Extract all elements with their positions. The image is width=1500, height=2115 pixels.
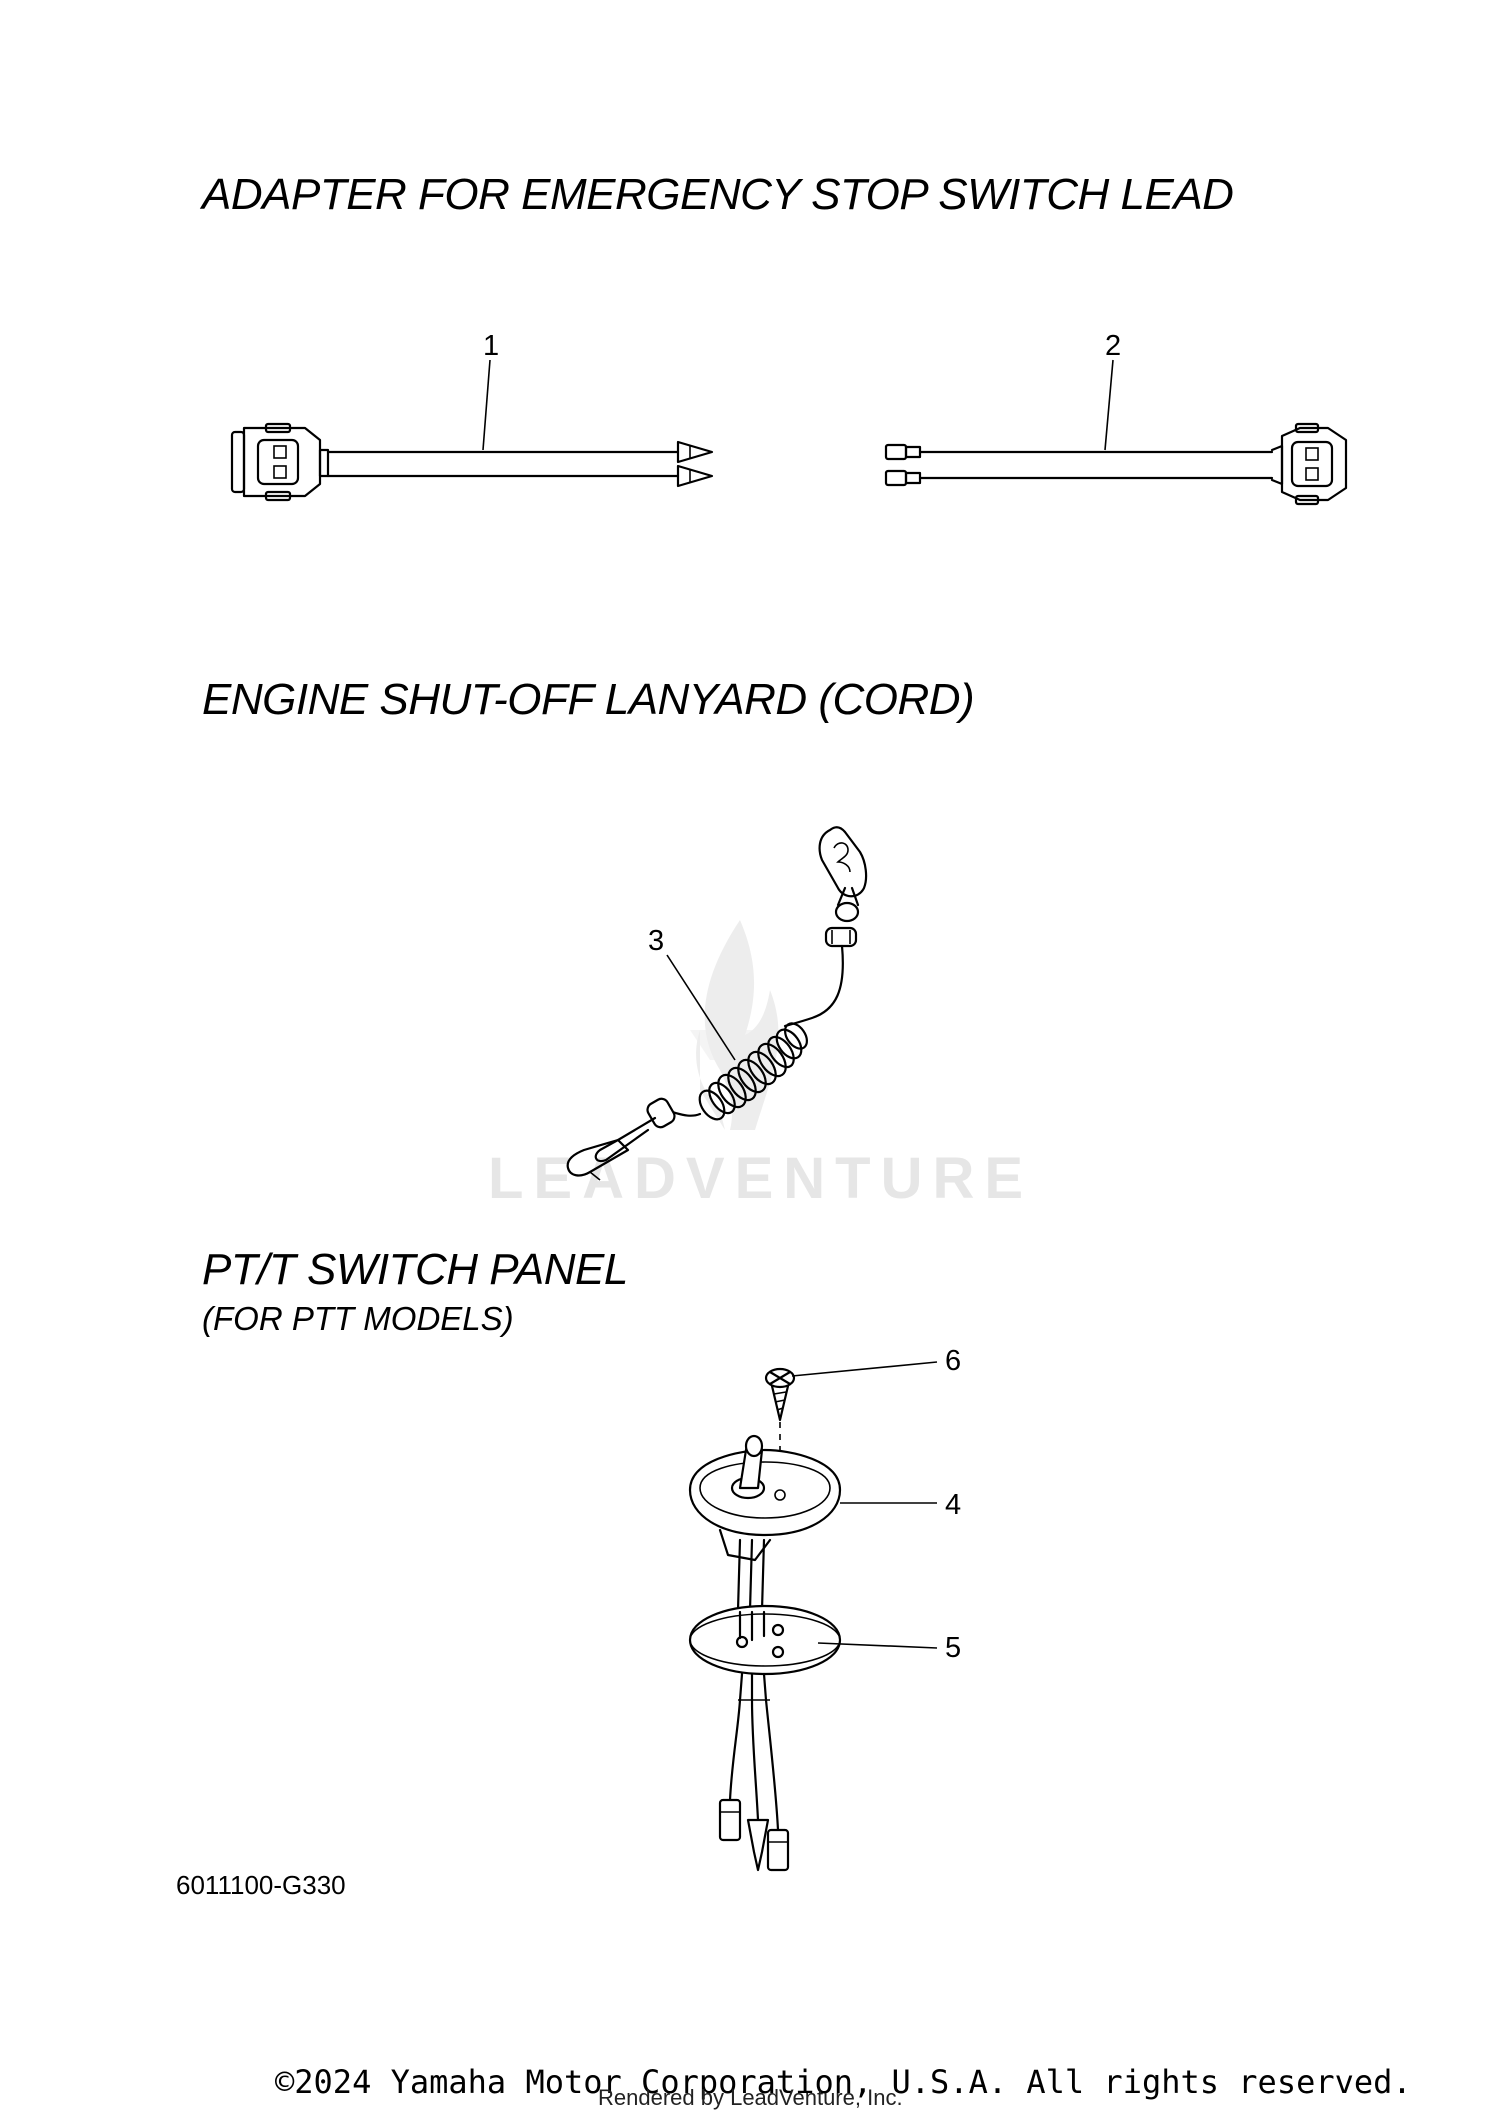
callout-2: 2 xyxy=(1105,330,1122,362)
connector-icon xyxy=(1280,422,1348,506)
section-title-adapter: ADAPTER FOR EMERGENCY STOP SWITCH LEAD xyxy=(202,170,1234,219)
toggle-switch-icon xyxy=(730,1434,766,1500)
adapter-lead-2 xyxy=(884,359,1348,506)
section-subtitle-switch-panel: (FOR PTT MODELS) xyxy=(202,1300,514,1337)
coil-icon xyxy=(698,1022,809,1121)
callout-3: 3 xyxy=(648,925,665,957)
copyright-text: ©2024 Yamaha Motor Corporation, U.S.A. A… xyxy=(275,2063,1412,2101)
watermark-text: LEADVENTURE xyxy=(488,1146,1034,1211)
screw-icon xyxy=(764,1367,796,1422)
callout-6: 6 xyxy=(945,1345,962,1377)
callout-5: 5 xyxy=(945,1632,962,1664)
bullet-terminal-icon xyxy=(884,443,922,487)
switch-panel-4 xyxy=(688,1434,842,1562)
clip-icon xyxy=(818,826,868,948)
section-title-lanyard: ENGINE SHUT-OFF LANYARD (CORD) xyxy=(202,675,975,724)
adapter-lead-1 xyxy=(230,359,714,502)
callout-1: 1 xyxy=(483,330,500,362)
clip-icon xyxy=(566,1097,676,1181)
switch-panel-assembly xyxy=(688,1361,938,1872)
section-title-switch-panel: PT/T SWITCH PANEL xyxy=(202,1245,628,1294)
connector-icon xyxy=(230,422,330,502)
lanyard-cord-3 xyxy=(566,826,868,1181)
rendered-by-text: Rendered by LeadVenture, Inc. xyxy=(598,2085,903,2110)
figure-code: 6011100-G330 xyxy=(176,1870,346,1900)
spade-terminal-icon xyxy=(676,440,714,488)
mounting-plate-5 xyxy=(688,1604,842,1676)
bullet-terminal-icon xyxy=(718,1798,790,1872)
callout-4: 4 xyxy=(945,1489,962,1521)
